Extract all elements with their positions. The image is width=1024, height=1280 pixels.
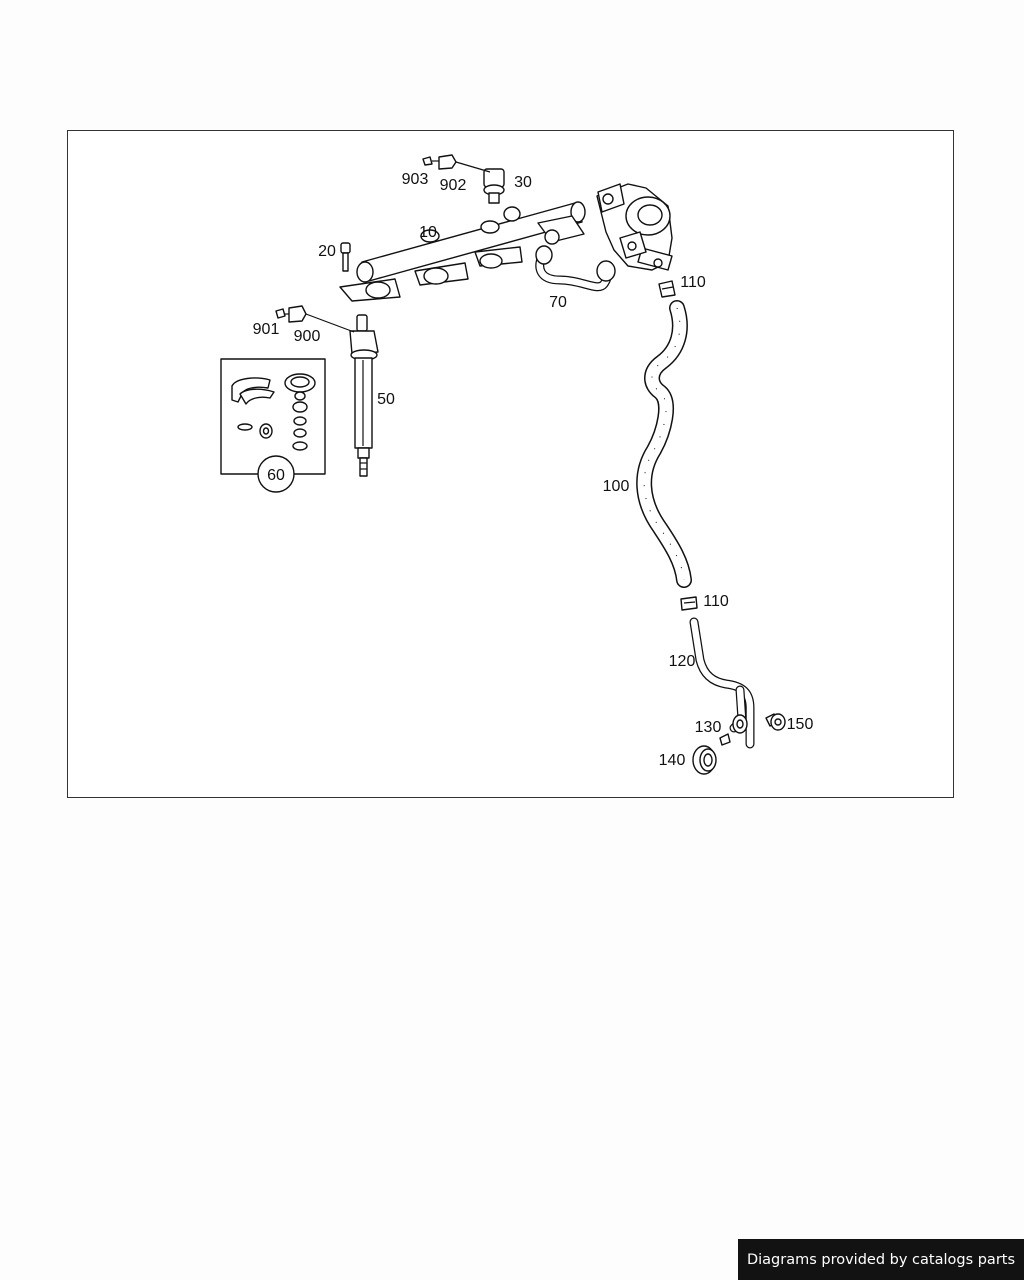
seal-kit-part-60[interactable] bbox=[220, 358, 326, 493]
cap-part-140[interactable] bbox=[692, 745, 717, 775]
footer-credit-text: Diagrams provided by catalogs parts bbox=[746, 1251, 1016, 1268]
callout-120: 120 bbox=[669, 653, 696, 670]
clamp-part-110-lower[interactable] bbox=[680, 596, 698, 611]
callout-110-lower: 110 bbox=[703, 593, 729, 610]
callout-10: 10 bbox=[419, 224, 437, 241]
callout-30: 30 bbox=[514, 174, 532, 191]
callout-100: 100 bbox=[603, 478, 630, 495]
valve-part-130[interactable] bbox=[719, 714, 748, 746]
callout-110-upper: 110 bbox=[680, 274, 706, 291]
callout-901: 901 bbox=[253, 321, 280, 338]
callout-20: 20 bbox=[318, 243, 336, 260]
callout-70: 70 bbox=[549, 294, 567, 311]
high-pressure-pipe-part-70[interactable] bbox=[535, 245, 616, 292]
connector-part-902[interactable] bbox=[438, 154, 491, 173]
high-pressure-pump[interactable] bbox=[596, 183, 673, 271]
callout-130: 130 bbox=[695, 719, 722, 736]
screw-part-150[interactable] bbox=[765, 713, 786, 731]
callout-150: 150 bbox=[787, 716, 814, 733]
connector-part-900[interactable] bbox=[288, 305, 355, 333]
callout-60: 60 bbox=[267, 467, 285, 484]
callout-900: 900 bbox=[294, 328, 321, 345]
callout-903: 903 bbox=[402, 171, 429, 188]
callout-140: 140 bbox=[659, 752, 686, 769]
callout-902: 902 bbox=[440, 177, 467, 194]
pin-part-903[interactable] bbox=[422, 156, 439, 166]
fuel-hose-part-100[interactable] bbox=[636, 300, 692, 588]
pin-part-901[interactable] bbox=[275, 308, 289, 319]
clamp-part-110-upper[interactable] bbox=[658, 280, 676, 298]
injector-part-50[interactable] bbox=[349, 314, 379, 477]
callout-50: 50 bbox=[377, 391, 395, 408]
pressure-sensor-part-30[interactable] bbox=[483, 168, 505, 204]
bolt-part-20[interactable] bbox=[340, 242, 351, 272]
footer-credit-badge: Diagrams provided by catalogs parts bbox=[738, 1239, 1024, 1280]
fuel-rail-part-10[interactable] bbox=[339, 201, 586, 302]
